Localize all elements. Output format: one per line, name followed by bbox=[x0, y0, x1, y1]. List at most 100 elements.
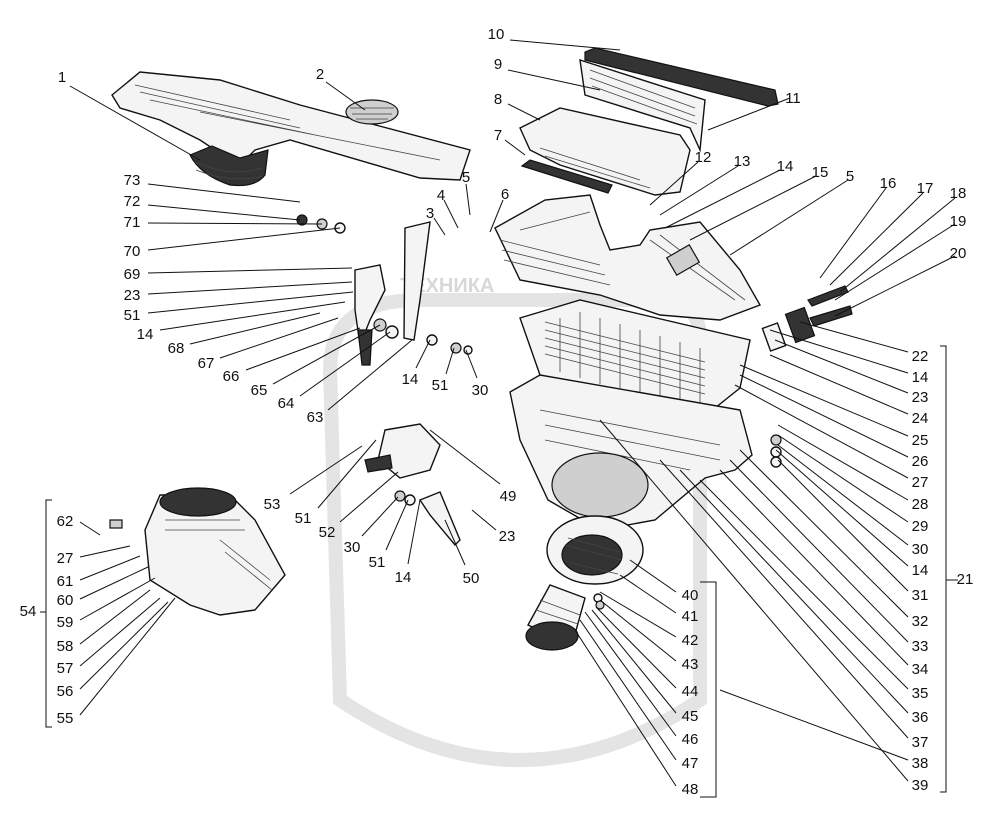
leader-line-30 bbox=[777, 444, 909, 546]
leader-line-10 bbox=[509, 39, 621, 51]
callout-label-38: 38 bbox=[912, 755, 929, 772]
callout-label-36: 36 bbox=[912, 709, 929, 726]
callout-label-14: 14 bbox=[137, 326, 154, 343]
leader-lines bbox=[69, 39, 956, 787]
leader-line-27 bbox=[79, 545, 131, 558]
leader-line-28 bbox=[777, 424, 909, 501]
callout-label-11: 11 bbox=[785, 90, 801, 107]
leader-line-15 bbox=[689, 175, 817, 241]
group-label-21: 21 bbox=[957, 571, 974, 588]
callout-label-9: 9 bbox=[494, 56, 502, 73]
leader-line-51 bbox=[385, 499, 409, 551]
leader-line-25 bbox=[739, 364, 909, 437]
leader-line-57 bbox=[79, 597, 161, 667]
leader-line-7 bbox=[504, 139, 526, 156]
leader-line-38 bbox=[719, 689, 909, 761]
callout-label-52: 52 bbox=[319, 524, 336, 541]
callout-label-73: 73 bbox=[124, 172, 141, 189]
callout-label-51: 51 bbox=[295, 510, 312, 527]
callout-label-55: 55 bbox=[57, 710, 74, 727]
callout-label-71: 71 bbox=[124, 214, 141, 231]
leader-line-48 bbox=[574, 629, 677, 787]
leader-line-14 bbox=[664, 169, 781, 229]
leader-line-67 bbox=[219, 317, 339, 359]
leader-line-44 bbox=[595, 606, 677, 689]
callout-label-1: 1 bbox=[58, 69, 66, 86]
leader-line-42 bbox=[599, 591, 677, 638]
leader-line-23 bbox=[471, 509, 497, 531]
leader-line-72 bbox=[147, 204, 301, 221]
leader-line-34 bbox=[719, 469, 909, 666]
leader-line-37 bbox=[659, 459, 909, 739]
leader-line-52 bbox=[339, 471, 399, 523]
bracket-40-48 bbox=[700, 581, 717, 798]
callout-label-14: 14 bbox=[395, 569, 412, 586]
part-fan-assembly-54 bbox=[109, 487, 286, 616]
callout-label-69: 69 bbox=[124, 266, 141, 283]
leader-line-71 bbox=[147, 222, 323, 225]
callout-label-56: 56 bbox=[57, 683, 74, 700]
leader-line-5 bbox=[465, 183, 471, 216]
leader-line-1 bbox=[69, 85, 201, 161]
callout-label-62: 62 bbox=[57, 513, 74, 530]
leader-line-8 bbox=[507, 103, 541, 121]
part-upper-housing bbox=[494, 194, 762, 321]
leader-line-65 bbox=[272, 324, 381, 385]
leader-line-19 bbox=[834, 223, 956, 301]
leader-line-39 bbox=[599, 419, 909, 782]
callout-label-30: 30 bbox=[344, 539, 361, 556]
leader-line-51 bbox=[445, 347, 455, 375]
callout-label-14: 14 bbox=[912, 562, 929, 579]
part-filter bbox=[579, 58, 706, 153]
callout-label-65: 65 bbox=[251, 382, 268, 399]
leader-line-14 bbox=[407, 499, 421, 565]
callout-label-35: 35 bbox=[912, 685, 929, 702]
leader-line-60 bbox=[79, 566, 149, 600]
callout-label-67: 67 bbox=[198, 355, 215, 372]
leader-line-6 bbox=[489, 199, 504, 233]
leader-line-47 bbox=[579, 619, 677, 761]
callout-label-5: 5 bbox=[462, 169, 470, 186]
callout-label-32: 32 bbox=[912, 613, 929, 630]
watermark-text: ТЕХНИКА bbox=[400, 275, 494, 297]
callout-label-49: 49 bbox=[500, 488, 517, 505]
callout-label-8: 8 bbox=[494, 91, 502, 108]
callout-label-41: 41 bbox=[682, 608, 699, 625]
callout-label-7: 7 bbox=[494, 127, 502, 144]
callout-label-33: 33 bbox=[912, 638, 929, 655]
callout-label-15: 15 bbox=[812, 164, 829, 181]
small-hardware bbox=[296, 214, 853, 610]
callout-label-51: 51 bbox=[432, 377, 449, 394]
callout-label-17: 17 bbox=[917, 180, 934, 197]
callout-label-27: 27 bbox=[57, 550, 74, 567]
callout-label-29: 29 bbox=[912, 518, 929, 535]
callout-label-40: 40 bbox=[682, 587, 699, 604]
callout-label-16: 16 bbox=[880, 175, 897, 192]
leader-line-11 bbox=[707, 97, 791, 131]
leader-line-22 bbox=[799, 321, 909, 353]
leader-line-35 bbox=[699, 479, 909, 690]
callout-label-53: 53 bbox=[264, 496, 281, 513]
leader-line-43 bbox=[599, 599, 677, 662]
callout-label-22: 22 bbox=[912, 348, 929, 365]
leader-line-68 bbox=[189, 312, 321, 345]
callout-label-14: 14 bbox=[402, 371, 419, 388]
part-lower-housing bbox=[509, 374, 753, 531]
callout-label-63: 63 bbox=[307, 409, 324, 426]
callout-label-43: 43 bbox=[682, 656, 699, 673]
callout-label-31: 31 bbox=[912, 587, 929, 604]
leader-line-4 bbox=[443, 199, 459, 229]
callout-label-2: 2 bbox=[316, 66, 324, 83]
callout-label-51: 51 bbox=[369, 554, 386, 571]
leader-line-49 bbox=[429, 429, 501, 485]
leader-line-61 bbox=[79, 555, 141, 581]
callout-label-28: 28 bbox=[912, 496, 929, 513]
leader-line-13 bbox=[659, 165, 739, 216]
leader-line-51 bbox=[317, 439, 377, 509]
part-filter-cover bbox=[519, 107, 691, 196]
callout-label-47: 47 bbox=[682, 755, 699, 772]
leader-line-64 bbox=[299, 331, 391, 397]
